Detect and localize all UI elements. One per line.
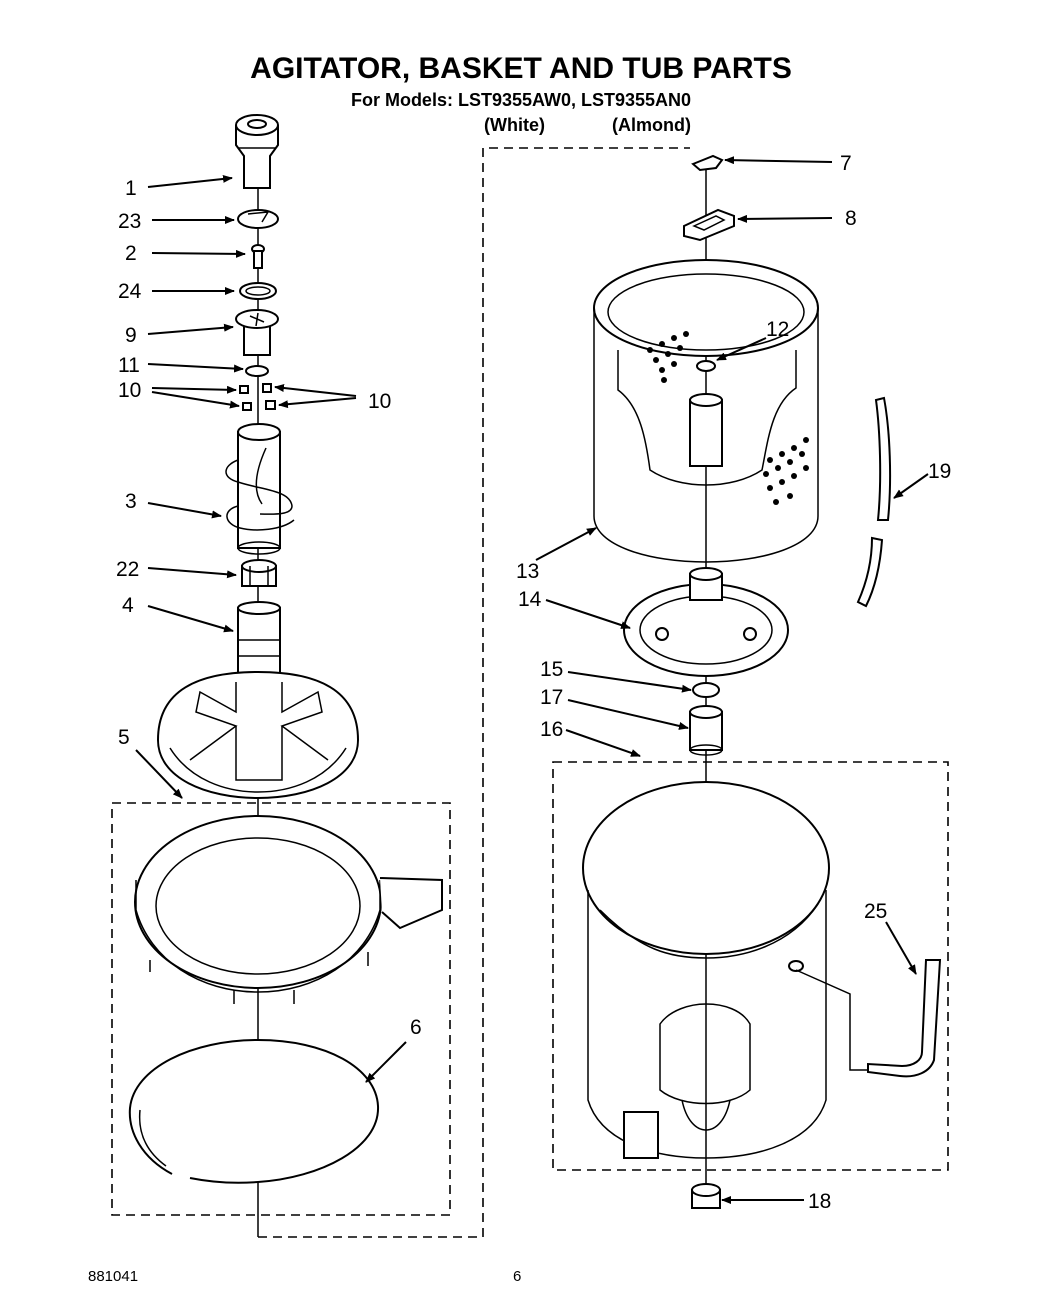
callout-3: 3 bbox=[125, 490, 137, 513]
part-5-agitator-base bbox=[156, 670, 360, 800]
part-1-agitator-cap bbox=[235, 114, 279, 189]
callout-18: 18 bbox=[808, 1190, 831, 1213]
callout-14: 14 bbox=[518, 588, 542, 611]
callout-8: 8 bbox=[845, 207, 857, 230]
part-7-basket-nut-clip bbox=[691, 154, 724, 172]
callout-numbers: 1 23 2 24 9 11 10 10 3 22 4 5 6 7 8 12 1… bbox=[116, 152, 951, 1213]
page-title: AGITATOR, BASKET AND TUB PARTS bbox=[250, 52, 792, 85]
callout-2: 2 bbox=[125, 242, 137, 265]
part-23-seal-disc bbox=[237, 209, 279, 229]
callout-6: 6 bbox=[410, 1016, 422, 1039]
callout-25: 25 bbox=[864, 900, 887, 923]
part-24-o-ring bbox=[239, 282, 277, 300]
callout-10-right: 10 bbox=[368, 390, 391, 413]
variant-almond-label: (Almond) bbox=[612, 115, 691, 135]
callout-leaders bbox=[135, 156, 929, 1204]
model-subtitle: For Models: LST9355AW0, LST9355AN0 bbox=[350, 90, 692, 110]
part-9-cam bbox=[235, 309, 279, 356]
part-19-hose bbox=[856, 396, 892, 608]
callout-16: 16 bbox=[540, 718, 563, 741]
callout-15: 15 bbox=[540, 658, 563, 681]
callout-12: 12 bbox=[766, 318, 789, 341]
document-number: 881041 bbox=[88, 1268, 139, 1285]
callout-24: 24 bbox=[118, 280, 142, 303]
part-5-tub-ring-assembly bbox=[134, 815, 443, 1004]
callout-9: 9 bbox=[125, 324, 137, 347]
part-15-snap-ring bbox=[692, 682, 720, 698]
part-2-bolt bbox=[251, 244, 265, 269]
variant-white-label: (White) bbox=[484, 115, 545, 135]
part-11-retaining-ring bbox=[245, 365, 269, 377]
part-6-tub-seal-ring bbox=[128, 1038, 380, 1184]
callout-1: 1 bbox=[125, 177, 137, 200]
part-13-wash-basket bbox=[593, 259, 819, 563]
callout-23: 23 bbox=[118, 210, 141, 233]
page-number: 6 bbox=[513, 1268, 522, 1285]
callout-19: 19 bbox=[928, 460, 951, 483]
part-22-spline-adapter bbox=[241, 559, 277, 587]
callout-13: 13 bbox=[516, 560, 539, 583]
callout-11: 11 bbox=[118, 354, 140, 377]
callout-4: 4 bbox=[122, 594, 134, 617]
part-25-pressure-tube bbox=[867, 959, 942, 1078]
callout-7: 7 bbox=[840, 152, 852, 175]
part-4-agitator-barrel bbox=[237, 601, 281, 681]
callout-17: 17 bbox=[540, 686, 563, 709]
part-10-dogs bbox=[239, 383, 276, 411]
part-18-drain-plug bbox=[691, 1183, 721, 1209]
part-3-agitator-auger bbox=[225, 423, 295, 555]
callout-10-left: 10 bbox=[118, 379, 141, 402]
callout-5: 5 bbox=[118, 726, 130, 749]
part-16-17-spin-bearing bbox=[689, 705, 723, 756]
callout-22: 22 bbox=[116, 558, 139, 581]
part-16-outer-tub bbox=[582, 781, 880, 1159]
part-14-basket-drive-hub bbox=[623, 567, 789, 677]
part-8-drive-block bbox=[683, 208, 735, 242]
